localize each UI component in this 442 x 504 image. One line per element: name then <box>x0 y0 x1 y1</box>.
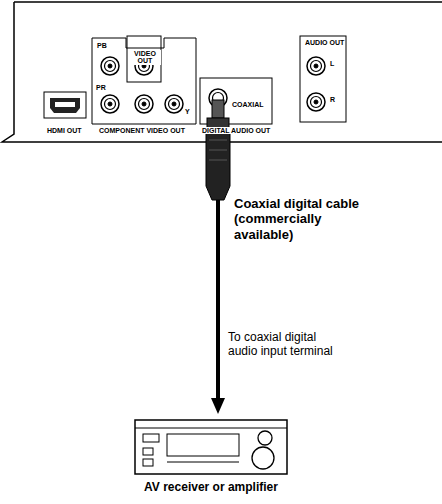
port-label: HDMI OUT <box>46 127 83 134</box>
port-label: PB <box>96 42 108 49</box>
port-label: R <box>329 96 336 103</box>
callout-text: To coaxial digital audio input terminal <box>228 330 340 359</box>
receiver-illustration <box>118 416 304 480</box>
port-label: L <box>329 60 335 67</box>
port-label: DIGITAL AUDIO OUT <box>201 127 271 134</box>
port-label: Y <box>184 108 191 115</box>
port-label: VIDEO OUT <box>129 50 161 65</box>
callout-text: Coaxial digital cable (commercially avai… <box>234 196 374 242</box>
port-label: COAXIAL <box>231 101 265 108</box>
port-label: AUDIO OUT <box>304 39 345 46</box>
receiver-unit: AV receiver or amplifier <box>118 416 304 494</box>
unit-name: AV receiver or amplifier <box>118 480 304 494</box>
port-label: PR <box>95 84 107 91</box>
port-label: COMPONENT VIDEO OUT <box>98 127 186 134</box>
